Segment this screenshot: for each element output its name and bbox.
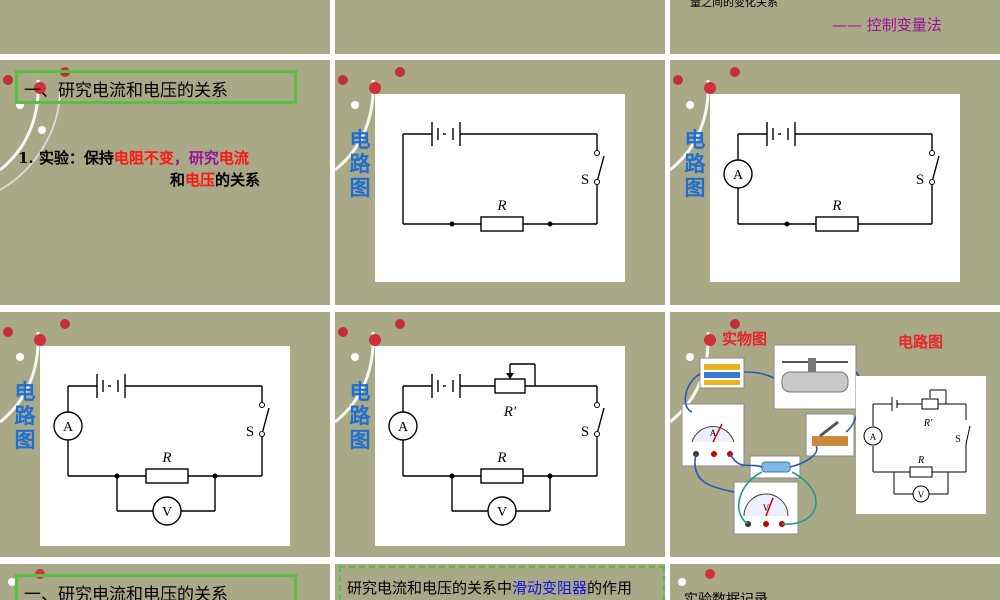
circuit-diagram-label: 电 路 图 [348,380,372,452]
flower-decoration [0,319,70,424]
circuit-diagram-label: 电 路 图 [348,128,372,200]
keyword-current: 电流 [218,149,249,167]
ammeter-label: A [63,420,74,435]
ammeter-icon [388,411,418,441]
rheostat-label: R′ [503,404,517,420]
relation-word: 的关系 [215,171,261,189]
resistor-label: R [496,450,506,466]
flower-decoration [678,569,715,586]
svg-text:V: V [918,490,925,500]
svg-text:S: S [955,434,961,445]
ammeter-label: A [398,420,409,435]
label-char: 路 [349,404,371,428]
slide-thumbnail-8[interactable]: 电 路 图 [335,312,665,557]
slide-thumbnail-1[interactable] [0,0,330,54]
keyword-rheostat: 滑动变阻器 [512,579,588,597]
circuit-diagram-title: 电路图 [898,333,944,351]
switch-label: S [581,424,589,440]
label-char: 路 [349,152,371,176]
slide-thumbnail-7[interactable]: 电 路 图 [0,312,330,557]
flower-decoration [670,319,740,424]
keyword-resistance: 电阻不变 [113,149,174,167]
resistor-label: R [161,450,171,466]
svg-text:R: R [917,455,924,466]
label-char: 图 [684,176,706,200]
slide-thumbnail-9[interactable]: 实物图 电路图 A [670,312,1000,557]
slide-thumbnail-11[interactable]: 研究电流和电压的关系中滑动变阻器的作用 [335,564,665,600]
heading-box [15,574,297,600]
circuit-diagram: R S [402,122,605,232]
circuit-panel: A R S [710,94,960,282]
label-char: 电 [349,380,371,404]
slide-heading: 一、研究电流和电压的关系 [24,81,228,101]
slide-heading: 研究电流和电压的关系中滑动变阻器的作用 [347,577,632,598]
resistor-label: R [831,198,841,214]
slide-heading: 一、研究电流和电压的关系 [24,585,228,600]
circuit-panel: A V R′ R S [375,346,625,546]
slide-thumbnail-6[interactable]: 电 路 图 [670,60,1000,305]
label-char: 图 [14,428,36,452]
ammeter-icon [723,159,753,189]
physical-diagram-title: 实物图 [722,330,768,348]
voltmeter-label: V [497,505,507,520]
label-char: 电 [349,128,371,152]
voltmeter-icon [152,496,182,526]
circuit-panel: A V R S [40,346,290,546]
switch-label: S [581,172,589,188]
svg-text:R′: R′ [923,418,933,429]
experiment-prefix: 1. 实验：保持 [18,149,114,167]
label-char: 电 [684,128,706,152]
label-char: 电 [14,380,36,404]
physical-setup-illustration: A V [681,344,986,535]
label-char: 路 [14,404,36,428]
slide-thumbnail-3[interactable]: 量之间的变化关系 —— 控制变量法 [670,0,1000,54]
separator: ，研究 [173,149,219,167]
svg-text:A: A [710,428,717,438]
ammeter-icon [53,411,83,441]
heading-box [339,566,665,600]
heading-part: 的作用 [587,579,633,597]
flower-decoration [335,319,405,424]
circuit-panel: R S [375,94,625,282]
and-word: 和 [170,171,186,189]
slide-heading: 实验数据记录 [684,592,768,600]
label-char: 路 [684,152,706,176]
circuit-diagram-label: 电 路 图 [683,128,707,200]
label-char: 图 [349,428,371,452]
voltmeter-label: V [162,505,172,520]
circuit-diagram-label: 电 路 图 [13,380,37,452]
heading-part: 研究电流和电压的关系中 [347,579,513,597]
resistor-label: R [496,198,506,214]
switch-label: S [916,172,924,188]
slide-thumbnail-12[interactable]: 实验数据记录 [670,564,1000,600]
slide-thumbnail-2[interactable] [335,0,665,54]
ammeter-label: A [733,168,744,183]
heading-box [15,70,297,104]
slide-thumbnail-10[interactable]: 一、研究电流和电压的关系 [0,564,330,600]
circuit-diagram: A V R′ R S [388,363,605,526]
slide-text-line: 量之间的变化关系 [690,0,778,9]
flower-decoration [670,67,740,172]
keyword-voltage: 电压 [185,171,216,189]
flower-decoration [335,67,405,172]
voltmeter-icon [487,496,517,526]
slide-thumbnail-5[interactable]: 电 路 图 [335,60,665,305]
circuit-diagram: A V R S [53,374,270,526]
circuit-diagram: A R S [723,122,940,232]
label-char: 图 [349,176,371,200]
method-text: —— 控制变量法 [832,16,942,34]
svg-text:A: A [870,432,877,442]
switch-label: S [246,424,254,440]
svg-text:V: V [763,503,770,513]
experiment-line-2: 和电压的关系 [170,169,260,190]
experiment-line-1: 1. 实验：保持电阻不变，研究电流 [18,147,249,168]
slide-thumbnail-4[interactable]: 一、研究电流和电压的关系 1. 实验：保持电阻不变，研究电流 和电压的关系 [0,60,330,305]
